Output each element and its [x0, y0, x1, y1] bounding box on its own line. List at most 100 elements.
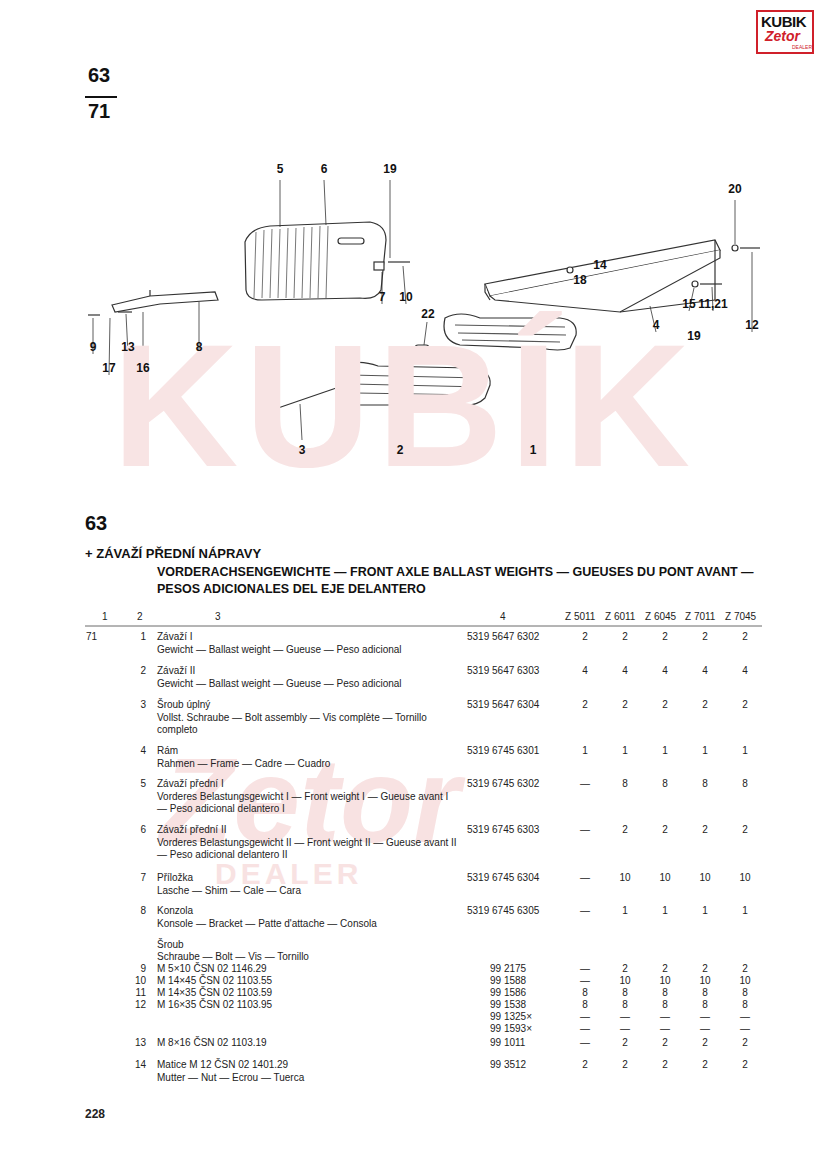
- quantity-cell: —: [700, 1011, 710, 1023]
- table-cell: 5319 5647 6302: [467, 631, 539, 643]
- quantity-cell: 8: [582, 987, 588, 999]
- quantity-cell: 2: [662, 1037, 668, 1049]
- callout-number: 2: [397, 443, 404, 457]
- section-number: 63: [85, 512, 107, 534]
- quantity-cell: 2: [702, 1037, 708, 1049]
- callout-number: 12: [745, 318, 758, 332]
- table-cell: Lasche — Shim — Cale — Cara: [157, 885, 457, 897]
- table-cell: Gewicht — Ballast weight — Gueuse — Peso…: [157, 678, 457, 690]
- table-cell: Šroub úplný: [157, 699, 210, 711]
- quantity-cell: 1: [662, 745, 668, 757]
- column-header: 2: [137, 611, 143, 623]
- quantity-cell: 2: [742, 963, 748, 975]
- quantity-cell: 4: [742, 665, 748, 677]
- table-cell: 5319 6745 6301: [467, 745, 539, 757]
- table-cell: M 14×45 ČSN 02 1103.55: [157, 975, 272, 987]
- page-number: 228: [85, 1107, 105, 1121]
- quantity-cell: 8: [742, 987, 748, 999]
- quantity-cell: —: [580, 872, 590, 884]
- column-header: 3: [215, 611, 221, 623]
- quantity-cell: —: [740, 1011, 750, 1023]
- quantity-cell: 2: [702, 699, 708, 711]
- quantity-cell: 1: [662, 905, 668, 917]
- table-cell: M 16×35 ČSN 02 1103.95: [157, 999, 272, 1011]
- table-cell: 99 1011: [490, 1037, 525, 1049]
- callout-number: 9: [90, 340, 97, 354]
- quantity-cell: 8: [582, 999, 588, 1011]
- quantity-cell: 2: [622, 1037, 628, 1049]
- quantity-cell: 4: [702, 665, 708, 677]
- callout-number: 5: [277, 162, 284, 176]
- callout-number: 22: [421, 307, 434, 321]
- quantity-cell: 2: [662, 963, 668, 975]
- quantity-cell: —: [700, 1023, 710, 1035]
- quantity-cell: 1: [742, 745, 748, 757]
- quantity-cell: 8: [662, 778, 668, 790]
- table-cell: Konzola: [157, 905, 193, 917]
- quantity-cell: 2: [742, 631, 748, 643]
- quantity-cell: 1: [702, 905, 708, 917]
- quantity-cell: 2: [662, 1059, 668, 1071]
- callout-number: 16: [136, 361, 149, 375]
- table-cell: 5319 6745 6305: [467, 905, 539, 917]
- quantity-cell: 2: [742, 699, 748, 711]
- callout-number: 19: [687, 329, 700, 343]
- quantity-cell: 4: [622, 665, 628, 677]
- quantity-cell: 2: [742, 824, 748, 836]
- table-cell: 71: [86, 631, 97, 643]
- item-number: 14: [135, 1059, 146, 1071]
- logo-brand: Zetor: [765, 29, 800, 43]
- quantity-cell: 10: [659, 975, 670, 987]
- table-cell: Příložka: [157, 872, 193, 884]
- quantity-cell: —: [620, 1023, 630, 1035]
- quantity-cell: 8: [742, 999, 748, 1011]
- callout-number: 14: [593, 258, 606, 272]
- table-cell: Vorderes Belastungsgewicht I — Front wei…: [157, 791, 457, 815]
- item-number: 9: [140, 963, 146, 975]
- quantity-cell: —: [580, 1037, 590, 1049]
- callout-number: 15: [682, 297, 695, 311]
- callout-number: 7: [379, 290, 386, 304]
- logo-tag: DEALER: [792, 44, 812, 50]
- quantity-cell: —: [580, 1011, 590, 1023]
- table-cell: 5319 5647 6303: [467, 665, 539, 677]
- quantity-cell: 8: [702, 987, 708, 999]
- quantity-cell: 2: [702, 1059, 708, 1071]
- quantity-cell: 2: [742, 1059, 748, 1071]
- quantity-cell: 2: [622, 1059, 628, 1071]
- quantity-cell: 10: [739, 975, 750, 987]
- quantity-cell: 2: [702, 824, 708, 836]
- quantity-cell: 2: [622, 631, 628, 643]
- table-cell: Závaží II: [157, 665, 195, 677]
- callout-number: 20: [728, 182, 741, 196]
- quantity-cell: 2: [662, 699, 668, 711]
- column-header: Z 5011: [565, 611, 595, 623]
- table-cell: Závaží přední I: [157, 778, 224, 790]
- table-rule: [85, 626, 762, 627]
- quantity-cell: 2: [582, 1059, 588, 1071]
- table-cell: Šroub: [157, 939, 184, 951]
- table-cell: 99 1593×: [490, 1023, 532, 1035]
- table-cell: Vorderes Belastungsgewicht II — Front we…: [157, 837, 457, 861]
- table-cell: Konsole — Bracket — Patte d'attache — Co…: [157, 918, 457, 930]
- item-number: 6: [140, 824, 146, 836]
- callout-number: 10: [399, 290, 412, 304]
- item-number: 12: [135, 999, 146, 1011]
- quantity-cell: —: [580, 975, 590, 987]
- quantity-cell: 8: [662, 999, 668, 1011]
- callout-number: 18: [573, 273, 586, 287]
- quantity-cell: —: [580, 778, 590, 790]
- callout-number: 19: [383, 162, 396, 176]
- quantity-cell: 1: [582, 745, 588, 757]
- callout-number: 13: [121, 340, 134, 354]
- quantity-cell: 10: [659, 872, 670, 884]
- table-cell: Závaží I: [157, 631, 193, 643]
- quantity-cell: 10: [739, 872, 750, 884]
- quantity-cell: 8: [702, 778, 708, 790]
- section-number: 63: [88, 64, 110, 86]
- subtitle: VORDERACHSENGEWICHTE — FRONT AXLE BALLAS…: [157, 564, 767, 598]
- quantity-cell: 10: [699, 975, 710, 987]
- table-cell: Závaží přední II: [157, 824, 226, 836]
- quantity-cell: 2: [662, 824, 668, 836]
